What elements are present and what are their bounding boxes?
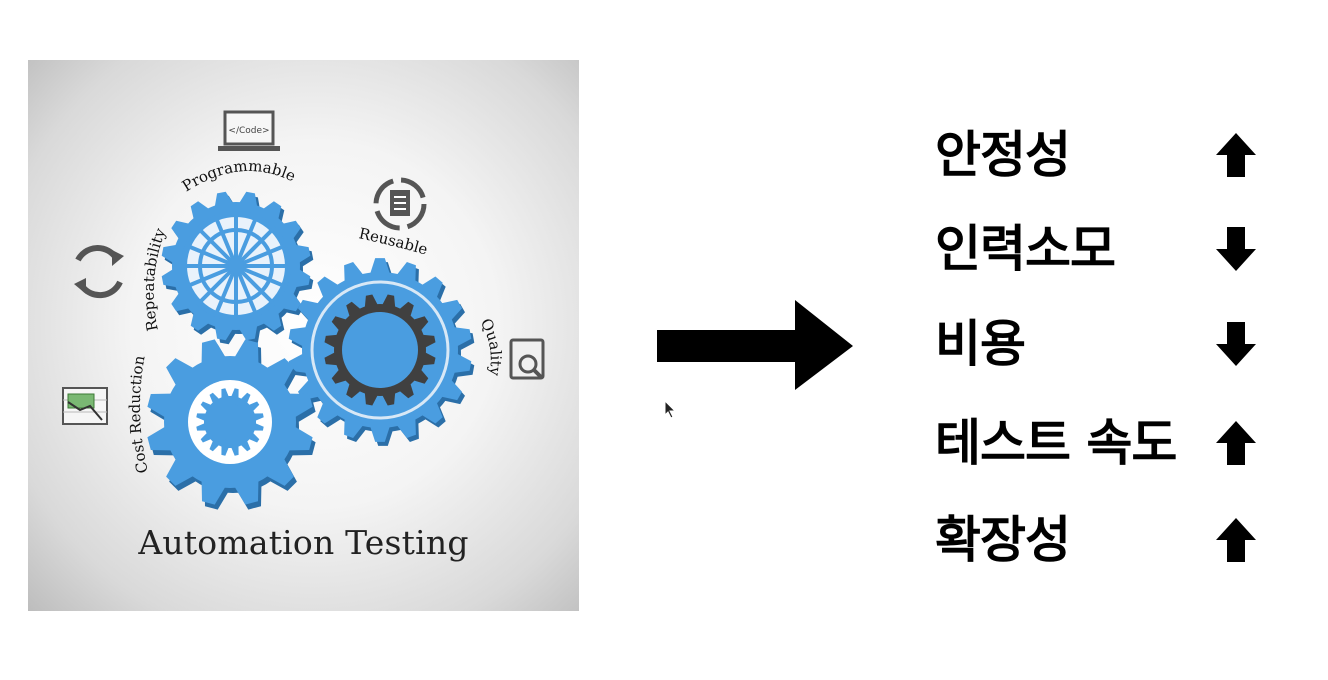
quality-icon <box>509 338 545 380</box>
automation-testing-illustration: </Code> Programmable Reusable <box>28 60 579 611</box>
arrow-up-icon <box>1216 133 1256 177</box>
metric-label: 인력소모 <box>935 220 1116 278</box>
illustration-title: Automation Testing <box>138 523 469 562</box>
cost-reduction-label: Cost Reduction <box>126 354 152 475</box>
quality-label: Quality <box>477 315 505 377</box>
arrow-down-icon <box>1216 322 1256 366</box>
gear-top <box>161 191 314 345</box>
metric-label: 안정성 <box>935 126 1071 184</box>
gear-bottom <box>147 339 316 510</box>
code-laptop-icon: </Code> <box>218 110 280 151</box>
arrow-down-icon <box>1216 227 1256 271</box>
reusable-icon <box>373 177 427 231</box>
arrow-up-icon <box>1216 421 1256 465</box>
code-tag-text: </Code> <box>228 126 269 136</box>
mouse-cursor-icon <box>664 400 677 419</box>
metric-label: 비용 <box>935 315 1026 373</box>
metric-row-cost: 비용 <box>935 314 1265 384</box>
programmable-label: Programmable <box>179 157 299 196</box>
metric-row-manpower: 인력소모 <box>935 219 1265 289</box>
metric-row-test-speed: 테스트 속도 <box>935 413 1265 483</box>
metric-row-stability: 안정성 <box>935 125 1265 195</box>
metric-label: 테스트 속도 <box>935 414 1177 472</box>
cost-chart-icon <box>62 387 108 425</box>
metric-row-scalability: 확장성 <box>935 510 1265 580</box>
big-right-arrow-icon <box>657 300 853 390</box>
refresh-icon <box>74 245 124 299</box>
metric-label: 확장성 <box>935 511 1071 569</box>
gear-right <box>288 258 475 446</box>
arrow-up-icon <box>1216 518 1256 562</box>
